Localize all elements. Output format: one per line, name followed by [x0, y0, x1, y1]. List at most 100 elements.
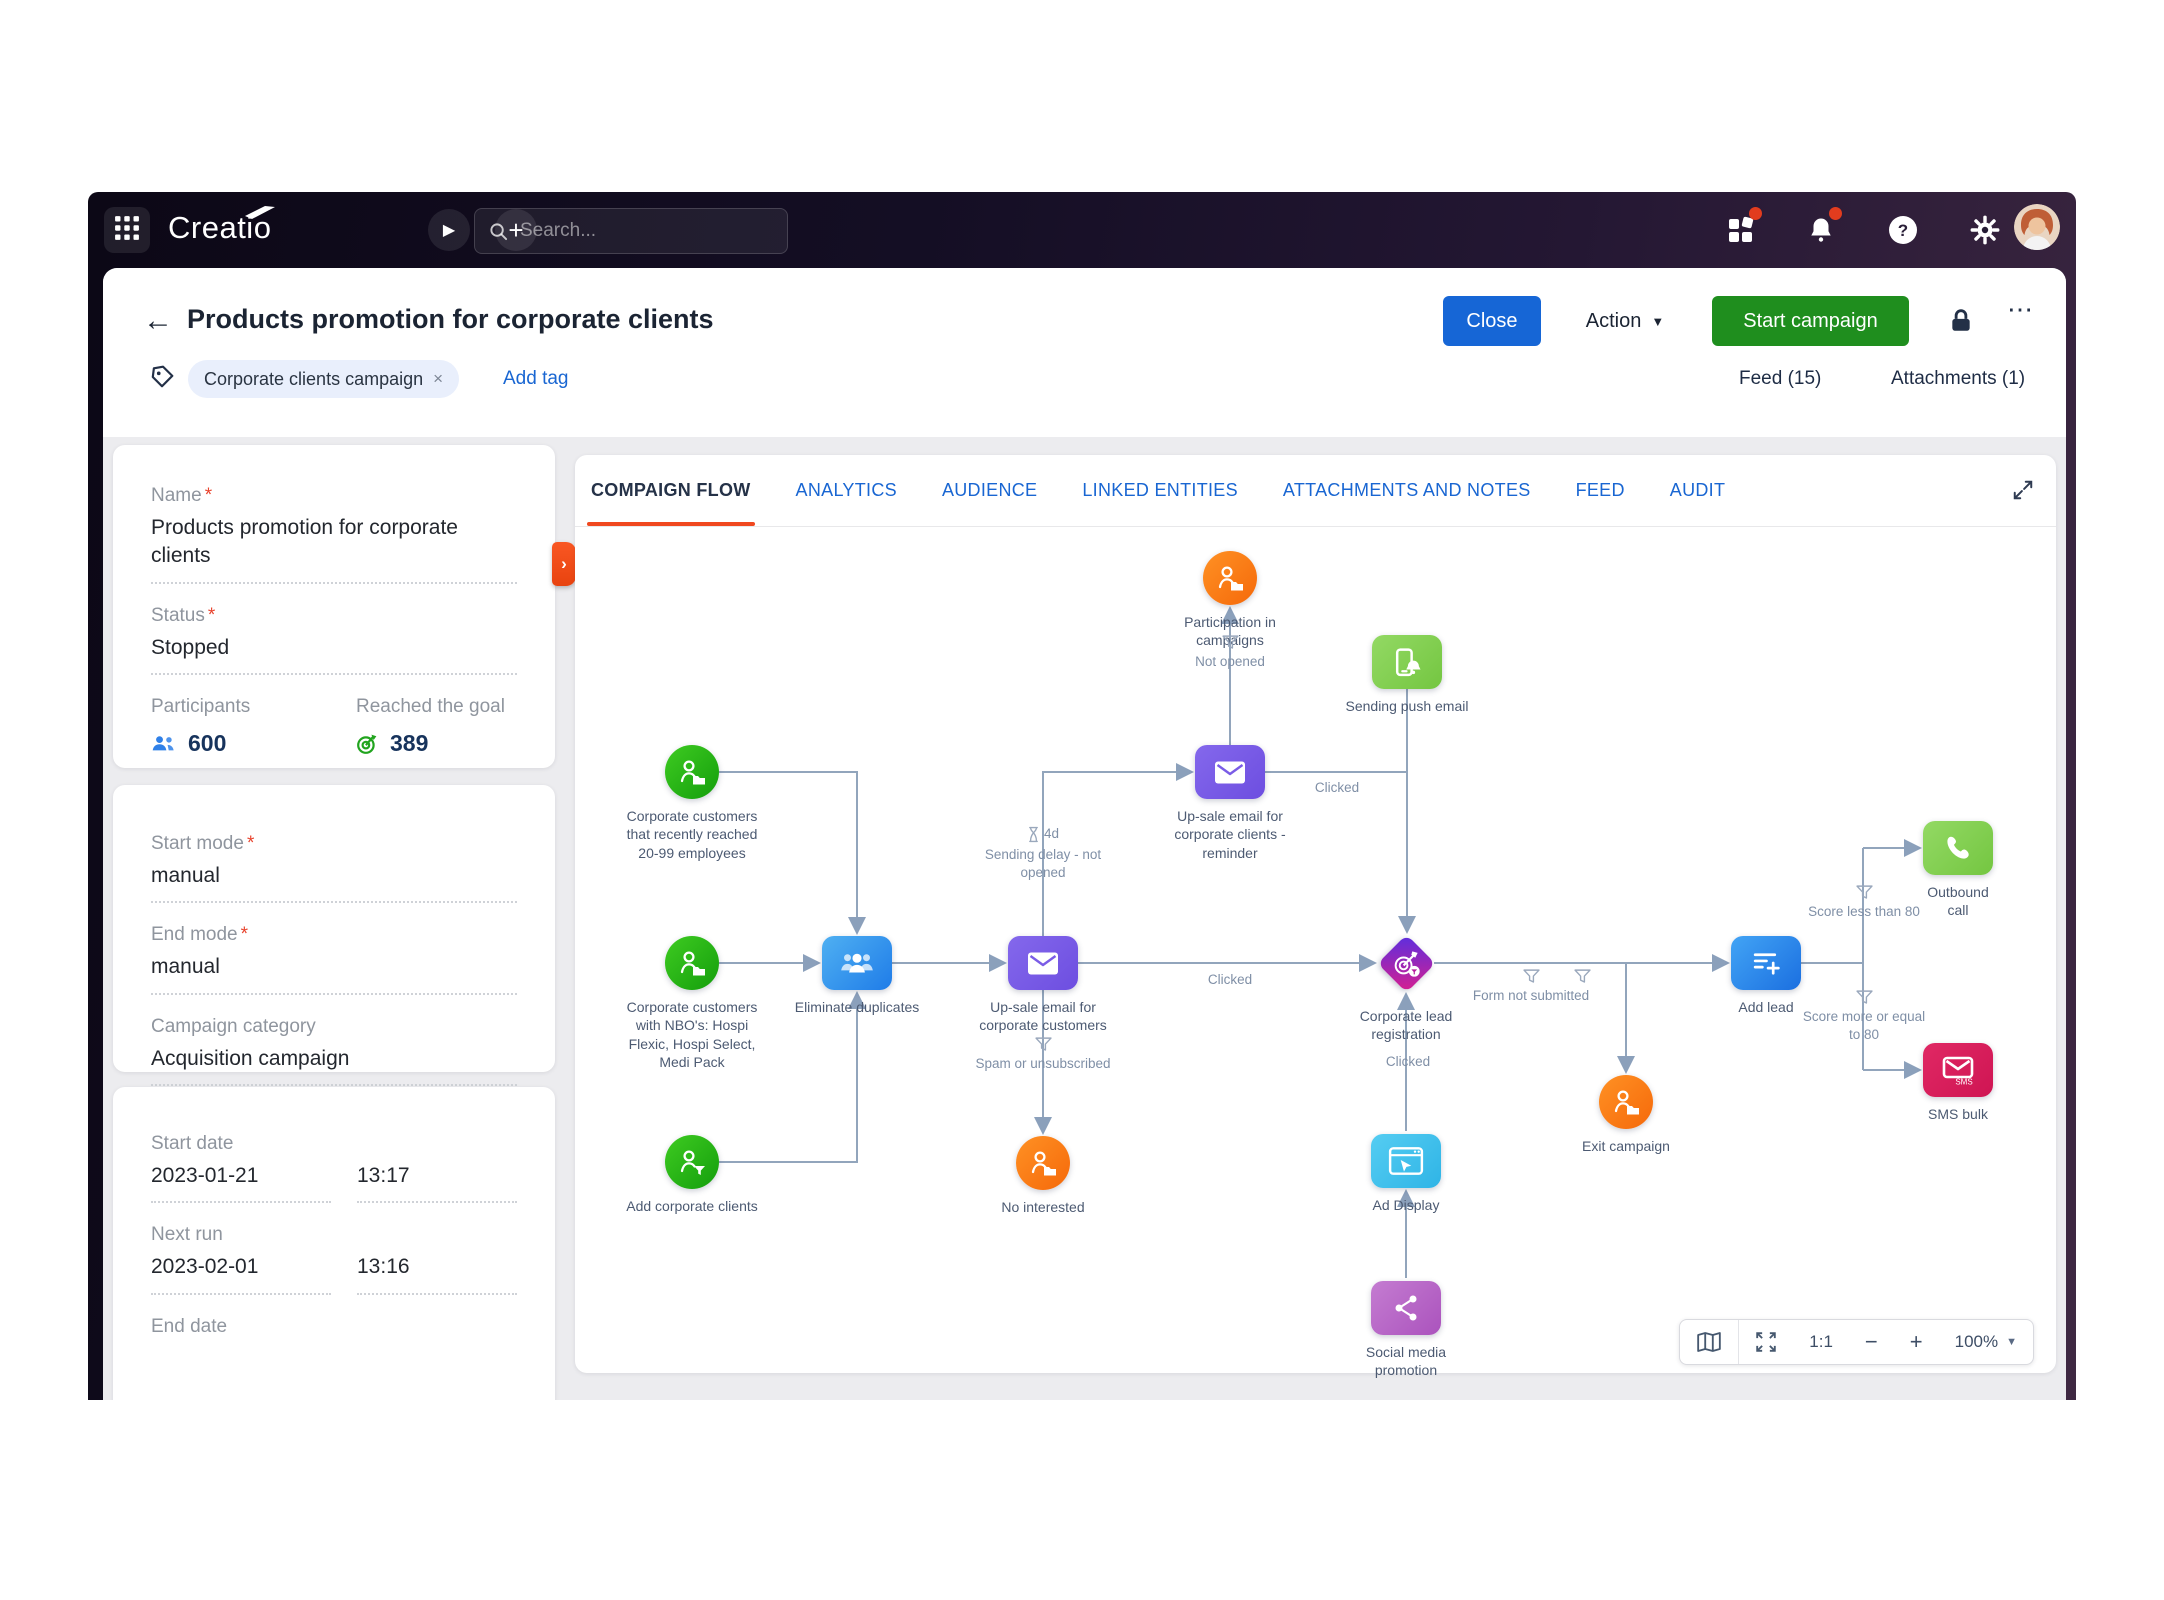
name-field[interactable]: Name* Products promotion for corporate c…	[151, 485, 517, 584]
zoom-out-button[interactable]: −	[1864, 1329, 1878, 1354]
app-launcher-button[interactable]	[104, 207, 150, 253]
remove-tag-icon[interactable]: ×	[433, 369, 444, 388]
flow-node-label-add-corporate: Add corporate clients	[626, 1198, 758, 1214]
end-date-field[interactable]: End date	[151, 1316, 517, 1400]
gear-icon	[1970, 215, 2000, 245]
tag-chip[interactable]: Corporate clients campaign ×	[188, 360, 460, 398]
start-date-field[interactable]: Start date 2023-01-21 13:17	[151, 1133, 517, 1204]
tabs-bar: COMPAIGN FLOW ANALYTICS AUDIENCE LINKED ENT…	[575, 455, 2056, 527]
flow-node-outbound[interactable]	[1923, 821, 1993, 875]
process-run-button[interactable]: ▶	[428, 209, 470, 251]
notification-dot	[1749, 207, 1762, 220]
tab-audit[interactable]: AUDIT	[1669, 480, 1726, 500]
tab-feed[interactable]: FEED	[1575, 480, 1625, 500]
flow-node-label-social: Social media promotion	[1365, 1344, 1447, 1379]
flow-node-label-ad-display: Ad Display	[1372, 1197, 1440, 1213]
goal-value: 389	[390, 730, 429, 757]
start-campaign-button[interactable]: Start campaign	[1712, 296, 1909, 346]
category-field[interactable]: Campaign category Acquisition campaign	[151, 1016, 517, 1087]
record-header: ← Products promotion for corporate clien…	[103, 268, 2066, 437]
fullscreen-icon[interactable]	[2012, 479, 2034, 506]
fit-to-screen-button[interactable]	[1739, 1320, 1793, 1364]
flow-edge-label-4: Spam or unsubscribed	[953, 1037, 1133, 1073]
user-avatar[interactable]	[2014, 204, 2060, 250]
top-bar: Creatio ▶ + Search...	[88, 192, 2076, 268]
flow-node-label-eliminate: Eliminate duplicates	[794, 999, 920, 1015]
svg-text:?: ?	[1898, 221, 1908, 240]
search-placeholder: Search...	[520, 220, 597, 241]
add-tag-link[interactable]: Add tag	[503, 368, 569, 389]
panel-expand-tab[interactable]: ›	[552, 542, 576, 586]
flow-node-social[interactable]	[1371, 1281, 1441, 1335]
zoom-level-dropdown[interactable]: 100% ▼	[1939, 1320, 2033, 1364]
flow-node-add-lead[interactable]	[1731, 936, 1801, 990]
flow-node-eliminate[interactable]	[822, 936, 892, 990]
flow-node-lead-reg[interactable]	[1377, 934, 1435, 992]
close-button[interactable]: Close	[1443, 296, 1541, 346]
question-icon: ?	[1889, 216, 1917, 244]
flow-node-label-corp-20-99: Corporate customers that recently reache…	[626, 808, 758, 861]
start-date-value: 2023-01-21	[151, 1162, 331, 1204]
help-button[interactable]: ?	[1885, 212, 1921, 248]
start-time-value: 13:17	[357, 1162, 517, 1204]
zoom-in-button[interactable]: +	[1909, 1329, 1923, 1354]
more-options-button[interactable]: ⋯	[2007, 294, 2036, 324]
settings-button[interactable]	[1967, 212, 2003, 248]
flow-edge-label-0: Not opened	[1165, 635, 1295, 671]
flow-node-upsale-cc[interactable]	[1008, 936, 1078, 990]
summary-card: Name* Products promotion for corporate c…	[113, 445, 555, 768]
flow-node-corp-nbo[interactable]	[665, 936, 719, 990]
action-label: Action	[1585, 309, 1642, 332]
fit-icon	[1756, 1332, 1777, 1352]
flow-node-label-upsale-reminder: Up-sale email for corporate clients - re…	[1174, 808, 1286, 861]
svg-text:SMS: SMS	[1955, 1077, 1972, 1086]
marketplace-button[interactable]	[1723, 207, 1762, 248]
flow-node-label-outbound: Outbound call	[1927, 884, 1989, 919]
end-mode-field[interactable]: End mode* manual	[151, 924, 517, 995]
apps-grid-icon	[114, 215, 140, 246]
flow-node-no-interested[interactable]	[1016, 1136, 1070, 1190]
action-dropdown[interactable]: Action ▼	[1565, 296, 1685, 346]
flow-node-label-push-email: Sending push email	[1345, 698, 1469, 714]
tab-analytics[interactable]: ANALYTICS	[795, 480, 897, 500]
minimap-button[interactable]	[1680, 1320, 1738, 1364]
flow-node-add-corporate[interactable]	[665, 1135, 719, 1189]
flow-edge-label-6	[1567, 969, 1597, 987]
flow-node-sms[interactable]: SMS	[1923, 1043, 1993, 1097]
status-field[interactable]: Status* Stopped	[151, 605, 517, 676]
start-mode-value: manual	[151, 862, 517, 904]
goal-field: Reached the goal 389	[356, 696, 505, 757]
back-button[interactable]: ←	[143, 304, 173, 337]
next-run-field[interactable]: Next run 2023-02-01 13:16	[151, 1224, 517, 1295]
feed-link[interactable]: Feed (15)	[1739, 368, 1822, 389]
flow-node-exit[interactable]	[1599, 1075, 1653, 1129]
start-mode-field[interactable]: Start mode* manual	[151, 833, 517, 904]
attachments-link[interactable]: Attachments (1)	[1891, 368, 2026, 389]
tab-audience[interactable]: AUDIENCE	[941, 480, 1038, 500]
tab-compaign-flow[interactable]: COMPAIGN FLOW	[587, 455, 755, 526]
tab-attachments-and-notes[interactable]: ATTACHMENTS AND NOTES	[1282, 480, 1531, 500]
content-wrapper: ← Products promotion for corporate clien…	[103, 268, 2066, 1400]
lock-icon[interactable]	[1949, 308, 1973, 339]
flow-edge-label-3: Clicked	[1207, 972, 1253, 987]
name-value: Products promotion for corporate clients	[151, 514, 517, 584]
flow-node-participation[interactable]	[1203, 551, 1257, 605]
zoom-level-value: 100%	[1954, 1332, 1999, 1351]
end-date-value	[151, 1379, 331, 1400]
flow-node-label-upsale-cc: Up-sale email for corporate customers	[979, 999, 1107, 1034]
chevron-down-icon: ▼	[2006, 1336, 2017, 1348]
actual-size-button[interactable]: 1:1	[1809, 1332, 1833, 1351]
flow-node-upsale-reminder[interactable]	[1195, 745, 1265, 799]
search-input[interactable]: Search...	[474, 208, 788, 254]
flow-node-ad-display[interactable]	[1371, 1134, 1441, 1188]
page-title: Products promotion for corporate clients	[187, 304, 714, 334]
name-label: Name	[151, 485, 202, 506]
notifications-button[interactable]	[1803, 207, 1842, 248]
flow-node-label-lead-reg: Corporate lead registration	[1359, 1008, 1453, 1043]
flow-node-push-email[interactable]	[1372, 635, 1442, 689]
flow-node-corp-20-99[interactable]	[665, 745, 719, 799]
tab-linked-entities[interactable]: LINKED ENTITIES	[1082, 480, 1238, 500]
plus-icon: +	[508, 214, 524, 245]
